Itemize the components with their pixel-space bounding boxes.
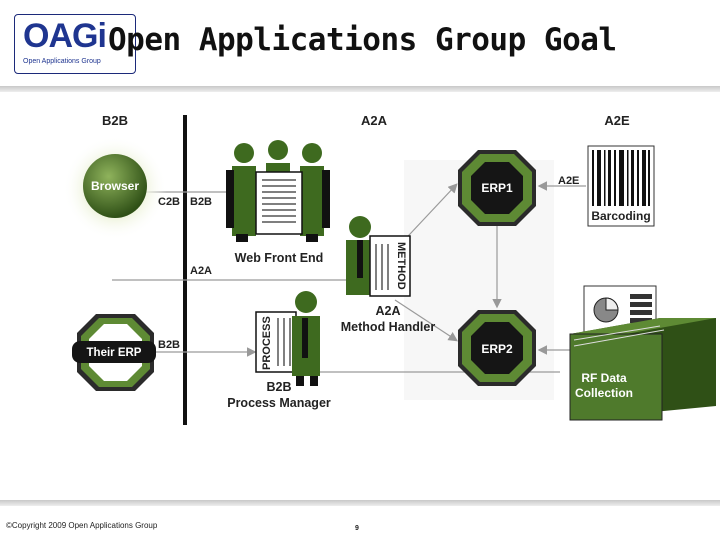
zone-a2e-label: A2E (604, 113, 630, 128)
oagi-logo: OAGi Open Applications Group (14, 14, 136, 74)
erp2-label: ERP2 (481, 342, 513, 356)
edge-label-a2e: A2E (558, 175, 579, 187)
process-manager-icon: PROCESS (255, 291, 320, 386)
method-handler-icon: METHOD (346, 216, 411, 297)
footer-divider (0, 500, 720, 506)
rf-label-line2: Collection (575, 386, 633, 400)
process-doc-label: PROCESS (261, 316, 273, 370)
edge-label-c2b: C2B (158, 196, 180, 208)
browser-globe-icon (83, 154, 147, 218)
copyright-text: ©Copyright 2009 Open Applications Group (6, 521, 158, 530)
erp1-label: ERP1 (481, 181, 513, 195)
edge-label-b2b-bottom: B2B (158, 339, 180, 351)
browser-label: Browser (91, 179, 139, 193)
slide-title: Open Applications Group Goal (108, 22, 617, 58)
web-front-end-group-icon (226, 140, 330, 242)
barcode-icon (587, 145, 655, 227)
their-erp-label: Their ERP (87, 347, 142, 359)
edge-label-b2b-top: B2B (190, 196, 212, 208)
barcoding-label: Barcoding (591, 209, 650, 223)
erp2-node: ERP2 (458, 310, 536, 386)
edge-label-a2a-mid: A2A (190, 265, 212, 277)
header-divider (0, 86, 720, 92)
method-doc-label: METHOD (395, 242, 407, 290)
edge-method-erp2 (394, 299, 459, 342)
process-manager-label-line1: B2B (266, 380, 291, 394)
their-erp-node: Their ERP (72, 314, 156, 391)
method-handler-label-line2: Method Handler (341, 320, 436, 334)
zone-divider (183, 115, 187, 425)
page-number: 9 (355, 525, 359, 532)
zone-b2b-label: B2B (102, 113, 128, 128)
erp1-node: ERP1 (458, 150, 536, 226)
rf-label-line1: RF Data (581, 371, 627, 385)
logo-wordmark: OAGi (23, 17, 107, 55)
web-front-end-label: Web Front End (235, 251, 324, 265)
zone-a2a-label: A2A (361, 113, 388, 128)
process-manager-label-line2: Process Manager (227, 396, 331, 410)
logo-tagline: Open Applications Group (23, 58, 101, 65)
document-icon (255, 171, 303, 235)
method-handler-label-line1: A2A (375, 304, 400, 318)
rf-data-collection-icon (569, 285, 716, 421)
